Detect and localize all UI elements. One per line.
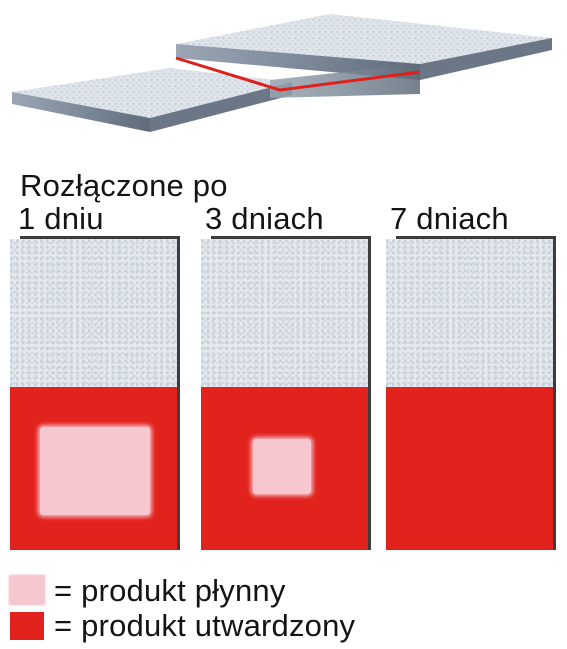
legend-cured-swatch	[10, 612, 44, 640]
panel-upper-substrate	[386, 239, 553, 387]
panel-upper-substrate	[201, 239, 368, 387]
panel-label-1: 1 dniu	[18, 201, 104, 236]
panel-label-2: 3 dniach	[205, 201, 324, 236]
legend-liquid-swatch	[10, 576, 44, 604]
legend-cured-label: = produkt utwardzony	[54, 608, 356, 643]
panel-label-3: 7 dniach	[390, 201, 509, 236]
legend-liquid-label: = produkt płynny	[54, 573, 286, 608]
lower-plate	[12, 68, 292, 132]
panel-7-days	[386, 236, 556, 550]
liquid-region	[253, 439, 311, 494]
panel-frame	[396, 236, 556, 550]
panel-3-days	[201, 236, 371, 550]
header-title: Rozłączone po	[20, 168, 228, 203]
adhesive-line	[175, 56, 421, 92]
bonded-plates-illustration	[12, 14, 552, 132]
panel-cured-area	[386, 387, 553, 550]
panel-frame	[211, 236, 371, 550]
panel-frame	[20, 236, 180, 550]
panel-1-day	[10, 236, 180, 550]
panel-upper-substrate	[10, 239, 177, 387]
liquid-region	[40, 427, 150, 515]
